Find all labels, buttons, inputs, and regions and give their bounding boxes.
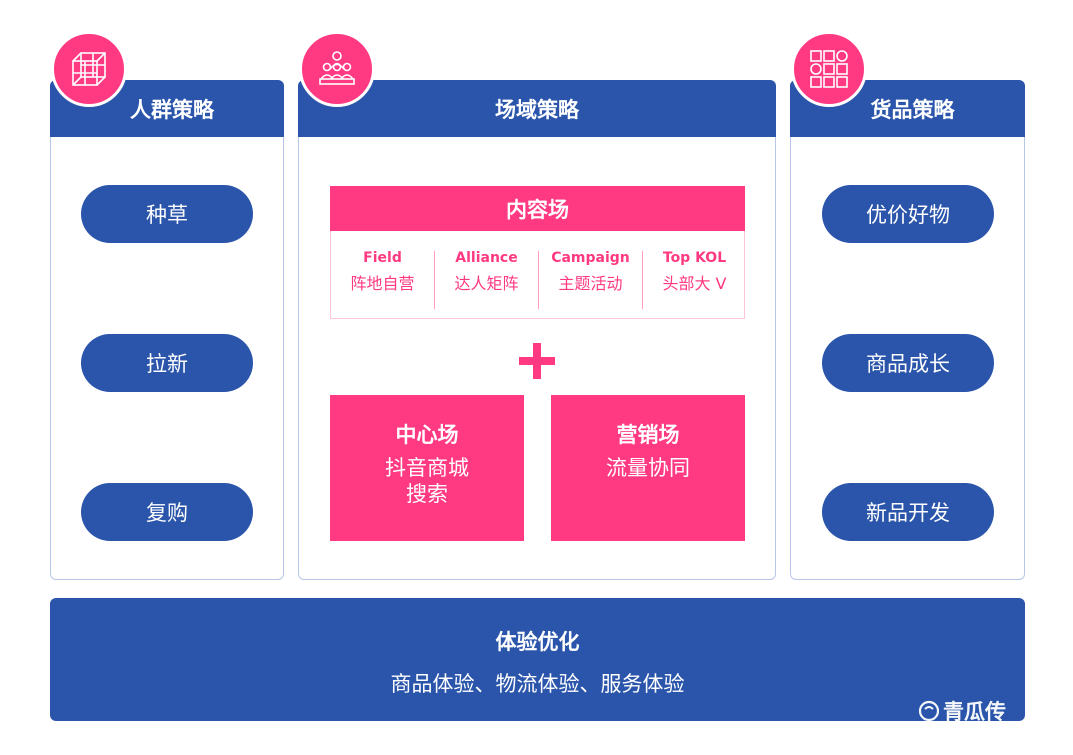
cell-en: Campaign — [551, 250, 630, 266]
footer-title: 体验优化 — [495, 630, 580, 654]
content-field-title: 内容场 — [506, 197, 569, 222]
people-strategy-title: 人群策略 — [130, 97, 214, 122]
cell-divider — [434, 251, 435, 309]
pill-repurchase: 复购 — [81, 483, 253, 541]
pill-product-growth: 商品成长 — [822, 334, 994, 392]
marketing-field-title: 营销场 — [616, 423, 680, 447]
content-field-header: 内容场 — [330, 186, 745, 231]
channel-strategy-header: 场域策略 — [298, 80, 776, 137]
pill-value-goods: 优价好物 — [822, 185, 994, 243]
pill-seeding: 种草 — [81, 185, 253, 243]
watermark: 青瓜传 — [918, 697, 1006, 725]
cell-alliance: Alliance 达人矩阵 — [435, 231, 538, 313]
cell-en: Top KOL — [662, 250, 727, 266]
audience-group-icon — [299, 31, 375, 107]
pill-new-product: 新品开发 — [822, 483, 994, 541]
cell-zh: 达人矩阵 — [454, 274, 519, 293]
cell-campaign: Campaign 主题活动 — [539, 231, 642, 313]
content-field-cells: Field 阵地自营 Alliance 达人矩阵 Campaign 主题活动 T… — [331, 231, 744, 317]
cube-grid-icon — [51, 31, 127, 107]
channel-strategy-title: 场域策略 — [495, 97, 579, 122]
cell-field: Field 阵地自营 — [331, 231, 434, 313]
cell-en: Field — [363, 250, 402, 266]
product-strategy-title: 货品策略 — [870, 97, 955, 122]
plus-icon — [519, 343, 555, 379]
pill-label: 优价好物 — [866, 203, 950, 227]
cell-zh: 主题活动 — [558, 274, 623, 293]
cell-zh: 阵地自营 — [350, 274, 415, 293]
pill-label: 拉新 — [146, 352, 188, 376]
people-strategy-header: 人群策略 — [50, 80, 284, 137]
marketing-field-line1: 流量协同 — [606, 456, 690, 480]
content-field-box: 内容场 Field 阵地自营 Alliance 达人矩阵 Campaign 主题… — [330, 186, 745, 319]
cell-en: Alliance — [455, 250, 518, 266]
pill-label: 商品成长 — [866, 352, 950, 376]
center-field-line1: 抖音商城 — [385, 456, 469, 480]
cell-top-kol: Top KOL 头部大 V — [643, 231, 746, 313]
watermark-text: 青瓜传 — [943, 700, 1006, 724]
product-strategy-panel: 货品策略 优价好物 商品成长 新品开发 — [790, 31, 1025, 580]
pill-label: 复购 — [146, 501, 188, 525]
center-field-box: 中心场 抖音商城 搜索 — [330, 395, 524, 541]
center-field-title: 中心场 — [395, 423, 459, 447]
center-field-line2: 搜索 — [406, 482, 448, 506]
experience-optimization-bar: 体验优化 商品体验、物流体验、服务体验 — [50, 598, 1025, 721]
marketing-field-box: 营销场 流量协同 — [551, 395, 745, 541]
pill-acquisition: 拉新 — [81, 334, 253, 392]
product-strategy-header: 货品策略 — [790, 80, 1025, 137]
cell-zh: 头部大 V — [662, 274, 727, 293]
footer-subtitle: 商品体验、物流体验、服务体验 — [390, 672, 685, 696]
pill-label: 种草 — [146, 203, 188, 227]
cell-divider — [642, 251, 643, 309]
product-grid-icon — [791, 31, 867, 107]
melon-logo-icon — [918, 700, 940, 722]
cell-divider — [538, 251, 539, 309]
channel-strategy-panel: 场域策略 内容场 Field 阵地自营 Alliance 达人矩阵 — [298, 31, 776, 580]
pill-label: 新品开发 — [866, 501, 950, 525]
people-strategy-panel: 人群策略 种草 拉新 复购 — [50, 31, 284, 580]
